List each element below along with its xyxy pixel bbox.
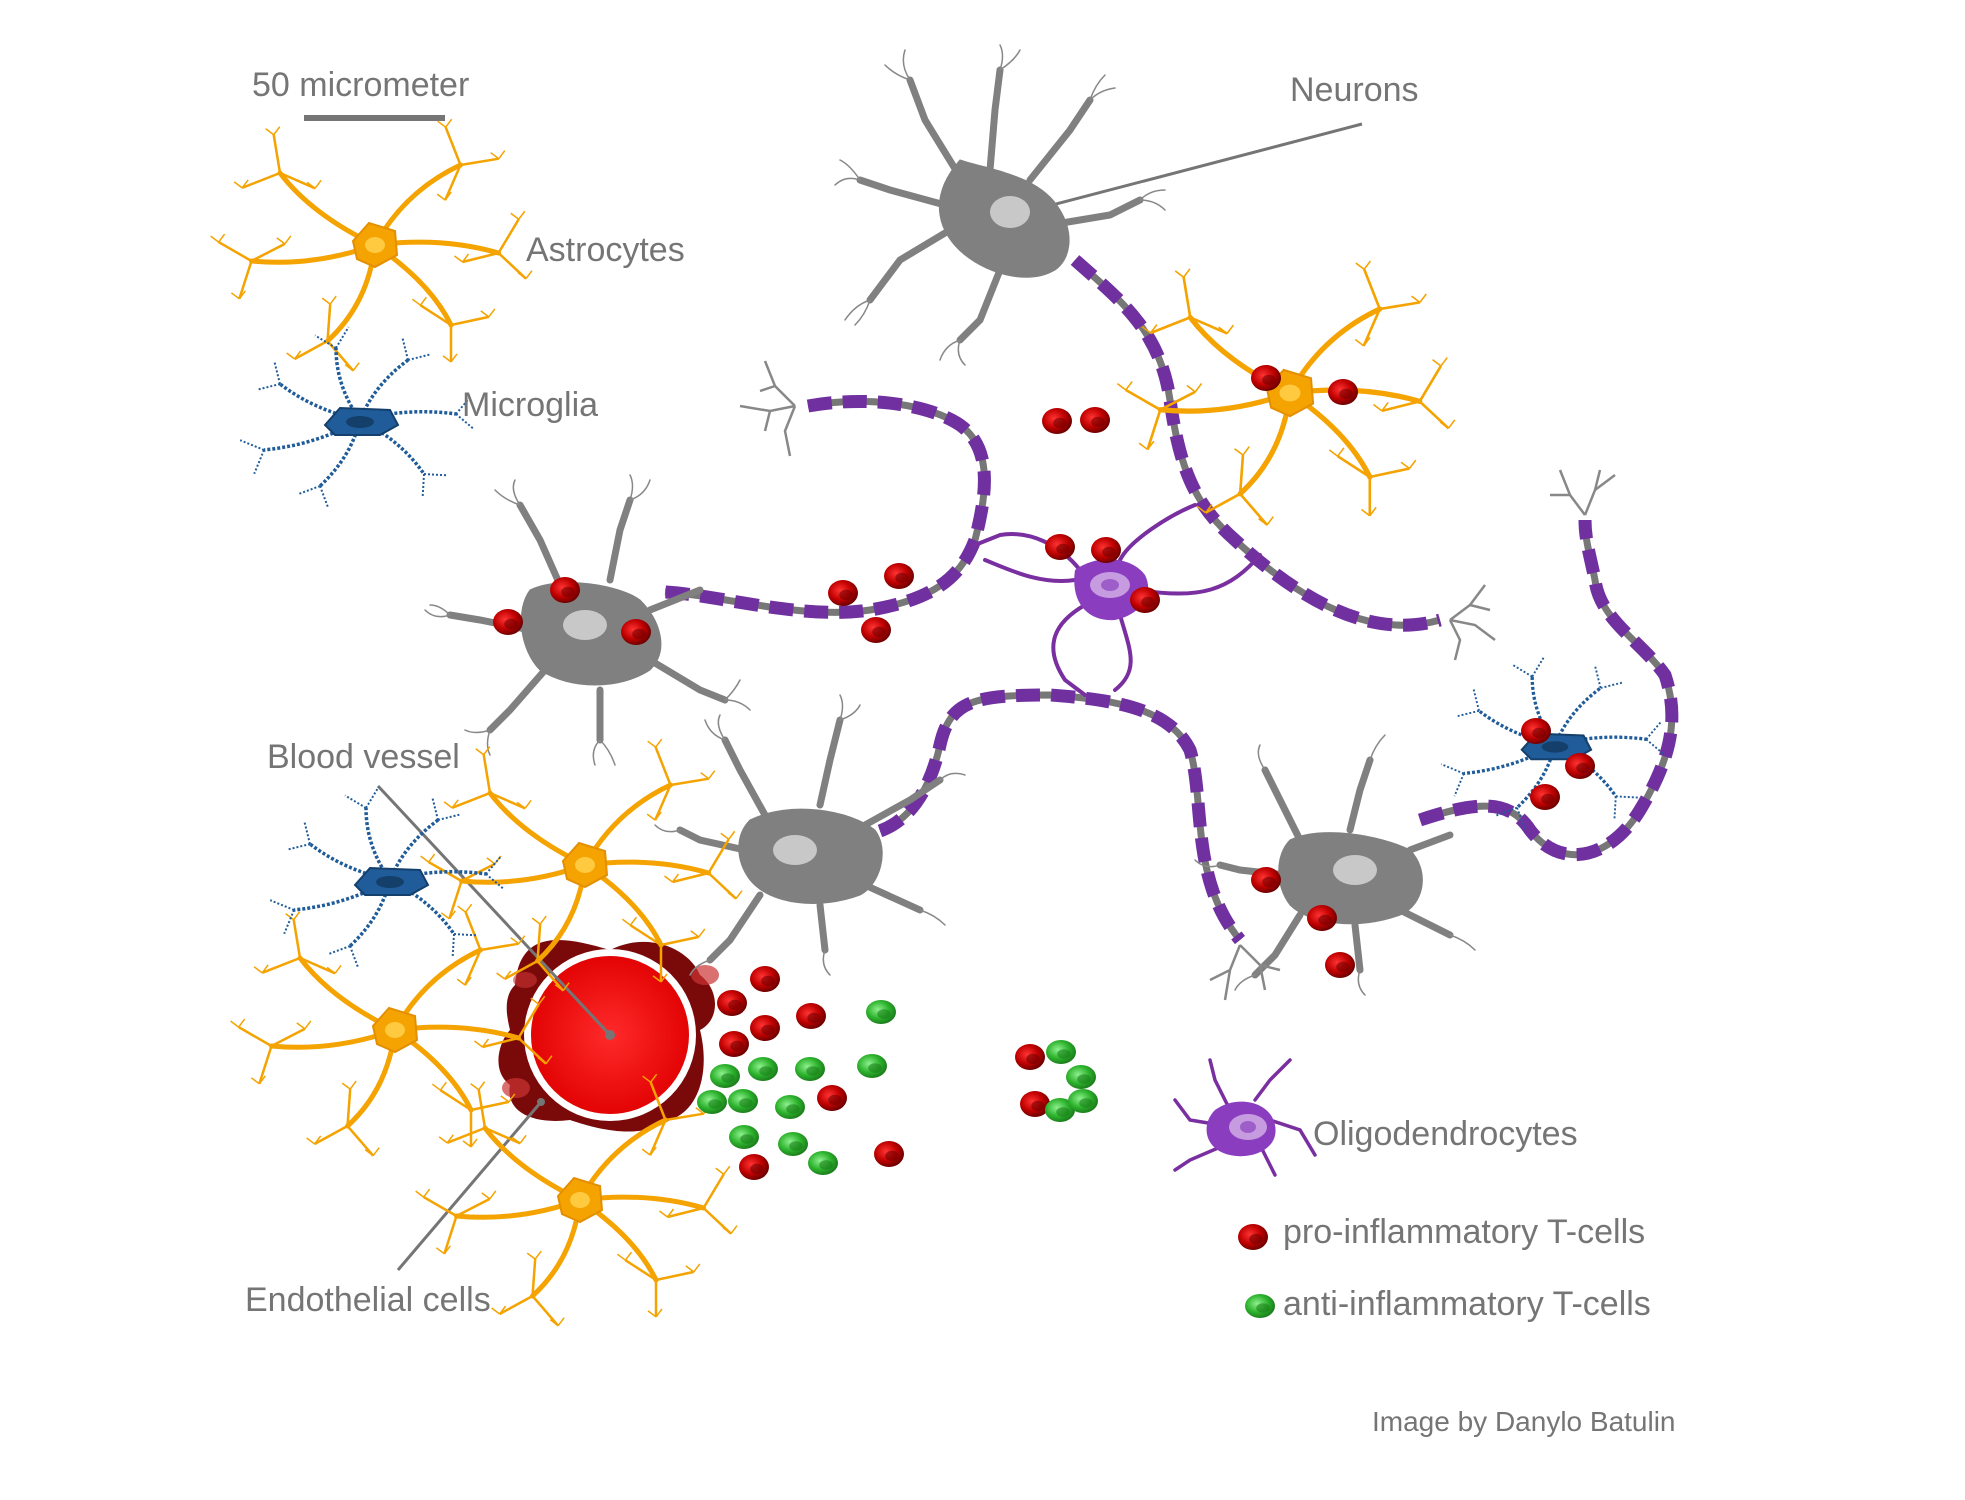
pro-inflammatory-t-cell bbox=[739, 1154, 769, 1180]
anti-inflammatory-t-cell bbox=[1066, 1065, 1096, 1089]
neuron-center bbox=[654, 694, 966, 976]
pro-inflammatory-t-cell bbox=[1251, 867, 1281, 893]
anti-inflammatory-t-cell bbox=[795, 1057, 825, 1081]
pro-inflammatory-t-cell bbox=[817, 1085, 847, 1111]
blood-vessel-label: Blood vessel bbox=[267, 738, 460, 776]
microglia-group bbox=[239, 326, 1665, 969]
oligodendrocyte-central bbox=[973, 503, 1262, 697]
astrocyte-icon bbox=[420, 738, 743, 992]
anti-inflammatory-t-cell bbox=[1046, 1040, 1076, 1064]
pro-inflammatory-t-cell bbox=[717, 990, 747, 1016]
legend-pro-inflammatory-label: pro-inflammatory T-cells bbox=[1283, 1213, 1646, 1251]
pro-inflammatory-t-cell bbox=[1080, 407, 1110, 433]
astrocyte-icon bbox=[230, 903, 553, 1157]
axon-terminals bbox=[739, 360, 1616, 1001]
pro-inflammatory-t-cell bbox=[550, 577, 580, 603]
endothelial-cells-label: Endothelial cells bbox=[245, 1281, 491, 1319]
pro-inflammatory-t-cell bbox=[1565, 753, 1595, 779]
pro-inflammatory-t-cell bbox=[1238, 1224, 1268, 1250]
neuron-top bbox=[834, 44, 1166, 366]
pro-inflammatory-t-cell bbox=[1020, 1091, 1050, 1117]
pro-inflammatory-t-cell bbox=[750, 1015, 780, 1041]
pro-inflammatory-t-cell bbox=[874, 1141, 904, 1167]
pro-inflammatory-t-cell bbox=[1307, 905, 1337, 931]
neuron-left bbox=[424, 474, 751, 766]
pro-inflammatory-t-cell bbox=[750, 966, 780, 992]
legend-oligodendrocyte-icon bbox=[1173, 1058, 1317, 1177]
neurons-leader-line bbox=[1013, 122, 1363, 217]
pro-inflammatory-t-cell bbox=[719, 1031, 749, 1057]
anti-inflammatory-t-cell bbox=[729, 1125, 759, 1149]
anti-inflammatory-t-cell bbox=[728, 1089, 758, 1113]
neuron-icon bbox=[424, 474, 751, 766]
pro-inflammatory-t-cell bbox=[1130, 587, 1160, 613]
pro-inflammatory-t-cell bbox=[1091, 537, 1121, 563]
scale-bar-label: 50 micrometer bbox=[252, 66, 470, 104]
pro-inflammatory-t-cell bbox=[1521, 718, 1551, 744]
microglia-label: Microglia bbox=[462, 386, 599, 424]
astrocyte-icon bbox=[415, 1073, 738, 1327]
oligodendrocyte-icon bbox=[973, 503, 1262, 697]
pro-inflammatory-t-cell bbox=[796, 1003, 826, 1029]
neuron-right bbox=[1194, 734, 1476, 996]
t-cells-group bbox=[493, 365, 1595, 1318]
pro-inflammatory-t-cell bbox=[1042, 408, 1072, 434]
astrocytes-label: Astrocytes bbox=[526, 231, 685, 269]
blood-vessel-leader-line bbox=[376, 784, 612, 1037]
anti-inflammatory-t-cell bbox=[866, 1000, 896, 1024]
anti-inflammatory-t-cell bbox=[710, 1064, 740, 1088]
pro-inflammatory-t-cell bbox=[828, 580, 858, 606]
anti-inflammatory-t-cell bbox=[778, 1132, 808, 1156]
anti-inflammatory-t-cell bbox=[808, 1151, 838, 1175]
astrocytes-group bbox=[210, 118, 1456, 1327]
pro-inflammatory-t-cell bbox=[493, 609, 523, 635]
image-credit: Image by Danylo Batulin bbox=[1372, 1406, 1676, 1437]
pro-inflammatory-t-cell bbox=[1328, 379, 1358, 405]
pro-inflammatory-t-cell bbox=[1530, 784, 1560, 810]
endothelial-leader-line bbox=[396, 1101, 543, 1271]
pro-inflammatory-t-cell bbox=[1251, 365, 1281, 391]
legend-oligodendrocytes-label: Oligodendrocytes bbox=[1313, 1115, 1578, 1153]
pro-inflammatory-t-cell bbox=[621, 619, 651, 645]
anti-inflammatory-t-cell bbox=[748, 1057, 778, 1081]
astrocyte-icon bbox=[1116, 260, 1456, 526]
pro-inflammatory-t-cell bbox=[1015, 1044, 1045, 1070]
anti-inflammatory-t-cell bbox=[697, 1090, 727, 1114]
neuron-icon bbox=[834, 44, 1166, 366]
microglia-icon bbox=[269, 786, 505, 969]
legend-anti-inflammatory-label: anti-inflammatory T-cells bbox=[1283, 1285, 1651, 1323]
pro-inflammatory-t-cell bbox=[1045, 534, 1075, 560]
anti-inflammatory-t-cell bbox=[1245, 1294, 1275, 1318]
astrocyte-icon bbox=[210, 118, 533, 372]
anti-inflammatory-t-cell bbox=[775, 1095, 805, 1119]
neuron-icon bbox=[654, 694, 966, 976]
pro-inflammatory-t-cell bbox=[861, 617, 891, 643]
anti-inflammatory-t-cell bbox=[1045, 1098, 1075, 1122]
neurons-label: Neurons bbox=[1290, 71, 1419, 109]
microglia-icon bbox=[239, 326, 475, 509]
anti-inflammatory-t-cell bbox=[857, 1054, 887, 1078]
anti-inflammatory-t-cell bbox=[1068, 1089, 1098, 1113]
pro-inflammatory-t-cell bbox=[1325, 952, 1355, 978]
neuron-icon bbox=[1194, 734, 1476, 996]
pro-inflammatory-t-cell bbox=[884, 563, 914, 589]
